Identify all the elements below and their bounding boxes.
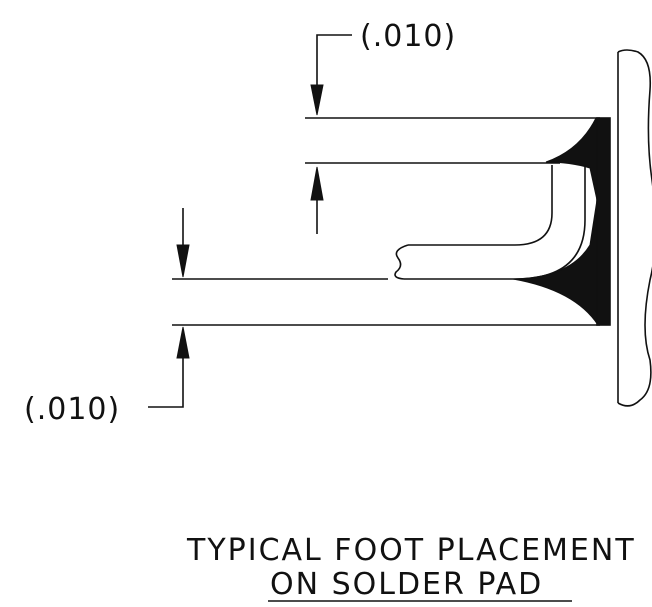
bottom-clearance-label: (.010)	[24, 392, 120, 427]
lead-break-line	[394, 244, 409, 280]
top-clearance-label: (.010)	[360, 19, 456, 54]
top-leader-line	[316, 34, 352, 85]
solder-pad	[596, 117, 611, 326]
lead-inner-edge	[404, 165, 586, 280]
bottom-dimension-callout: (.010)	[24, 208, 190, 427]
top-arrow-down-icon	[310, 84, 324, 116]
bottom-leader-line	[148, 358, 184, 408]
bottom-arrow-up-icon	[176, 326, 190, 359]
solder-fillet-upper	[545, 117, 611, 201]
top-arrow-up-icon	[310, 166, 324, 201]
caption: TYPICAL FOOT PLACEMENT ON SOLDER PAD	[186, 533, 636, 602]
top-dimension-callout: (.010)	[310, 19, 456, 234]
solder-pad-board	[596, 49, 652, 407]
lead-outer-edge	[408, 165, 553, 246]
solder-fillet-lower	[512, 199, 611, 326]
solder-fillet	[512, 117, 611, 326]
bottom-arrow-down-icon	[176, 244, 190, 278]
board-break-edge	[617, 49, 652, 407]
caption-line-2: ON SOLDER PAD	[270, 567, 543, 602]
component-lead	[394, 165, 586, 280]
extension-lines	[172, 117, 600, 326]
caption-line-1: TYPICAL FOOT PLACEMENT	[186, 533, 636, 568]
